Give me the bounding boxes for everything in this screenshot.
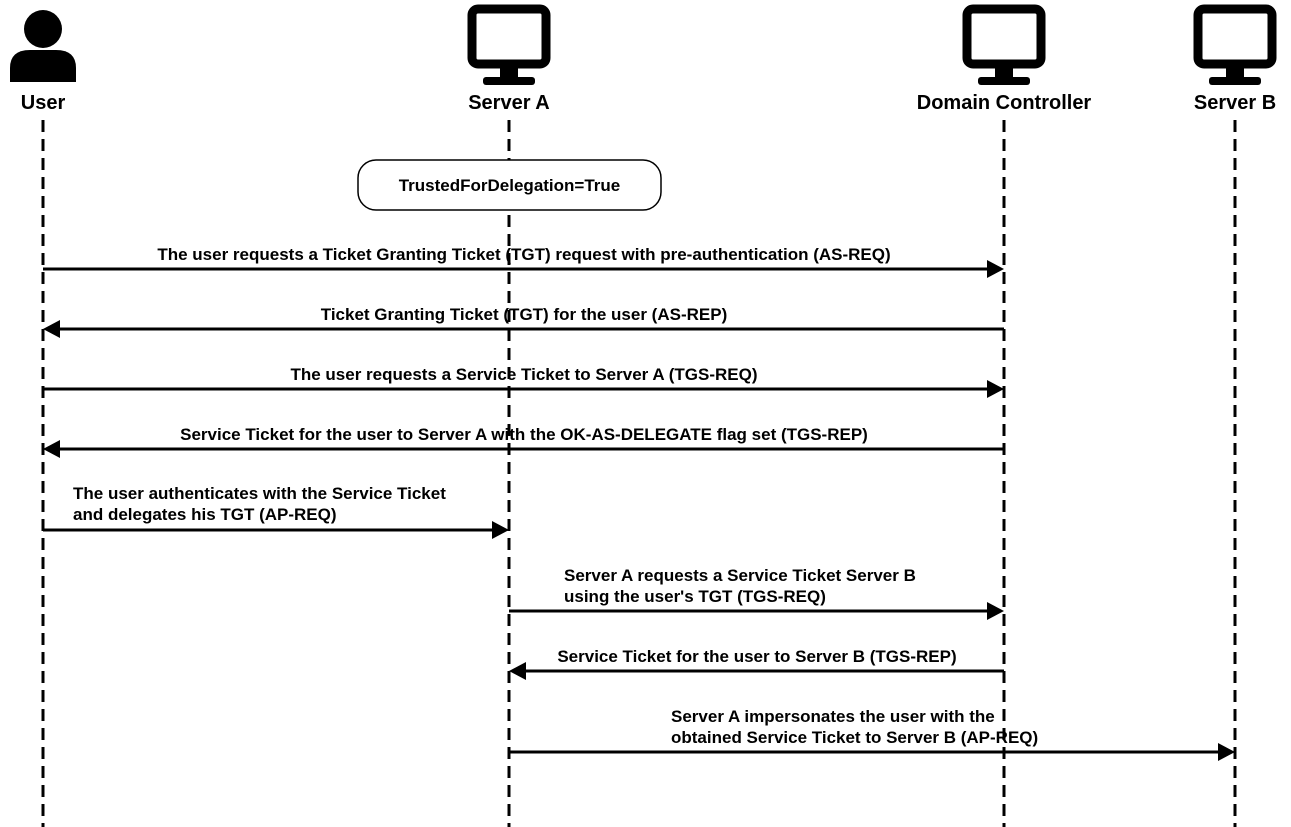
actor-server-b: Server B: [1194, 9, 1276, 827]
message-label: The user requests a Ticket Granting Tick…: [157, 245, 890, 264]
message-5: The user authenticates with the Service …: [43, 484, 509, 539]
actor-label-user: User: [21, 92, 66, 114]
message-1: The user requests a Ticket Granting Tick…: [43, 245, 1004, 278]
message-label: Ticket Granting Ticket (TGT) for the use…: [321, 305, 727, 324]
arrowhead: [492, 521, 509, 539]
message-label: using the user's TGT (TGS-REQ): [564, 587, 826, 606]
actor-domain-controller: Domain Controller: [917, 9, 1092, 827]
message-label: The user requests a Service Ticket to Se…: [290, 365, 757, 384]
actor-server-a: Server A: [468, 9, 550, 827]
actor-label-server-a: Server A: [468, 92, 550, 114]
message-4: Service Ticket for the user to Server A …: [43, 425, 1004, 458]
message-label: obtained Service Ticket to Server B (AP-…: [671, 728, 1038, 747]
monitor-icon: [967, 9, 1041, 85]
message-label: Server A impersonates the user with the: [671, 707, 995, 726]
message-label: Service Ticket for the user to Server B …: [557, 647, 956, 666]
arrowhead: [43, 320, 60, 338]
arrowhead: [43, 440, 60, 458]
message-label: and delegates his TGT (AP-REQ): [73, 505, 337, 524]
arrowhead: [987, 380, 1004, 398]
actor-label-domain-controller: Domain Controller: [917, 92, 1092, 114]
actor-label-server-b: Server B: [1194, 92, 1276, 114]
arrowhead: [1218, 743, 1235, 761]
message-3: The user requests a Service Ticket to Se…: [43, 365, 1004, 398]
message-8: Server A impersonates the user with the …: [509, 707, 1235, 761]
message-2: Ticket Granting Ticket (TGT) for the use…: [43, 305, 1004, 338]
monitor-icon: [472, 9, 546, 85]
arrowhead: [987, 602, 1004, 620]
message-6: Server A requests a Service Ticket Serve…: [509, 566, 1004, 620]
message-7: Service Ticket for the user to Server B …: [509, 647, 1004, 680]
message-label: The user authenticates with the Service …: [73, 484, 446, 503]
arrowhead: [509, 662, 526, 680]
message-label: Service Ticket for the user to Server A …: [180, 425, 868, 444]
arrowhead: [987, 260, 1004, 278]
message-label: Server A requests a Service Ticket Serve…: [564, 566, 916, 585]
user-icon: [10, 10, 76, 82]
delegation-note: TrustedForDelegation=True: [357, 159, 662, 211]
monitor-icon: [1198, 9, 1272, 85]
actor-user: User: [10, 10, 76, 827]
delegation-note-text: TrustedForDelegation=True: [399, 176, 621, 195]
